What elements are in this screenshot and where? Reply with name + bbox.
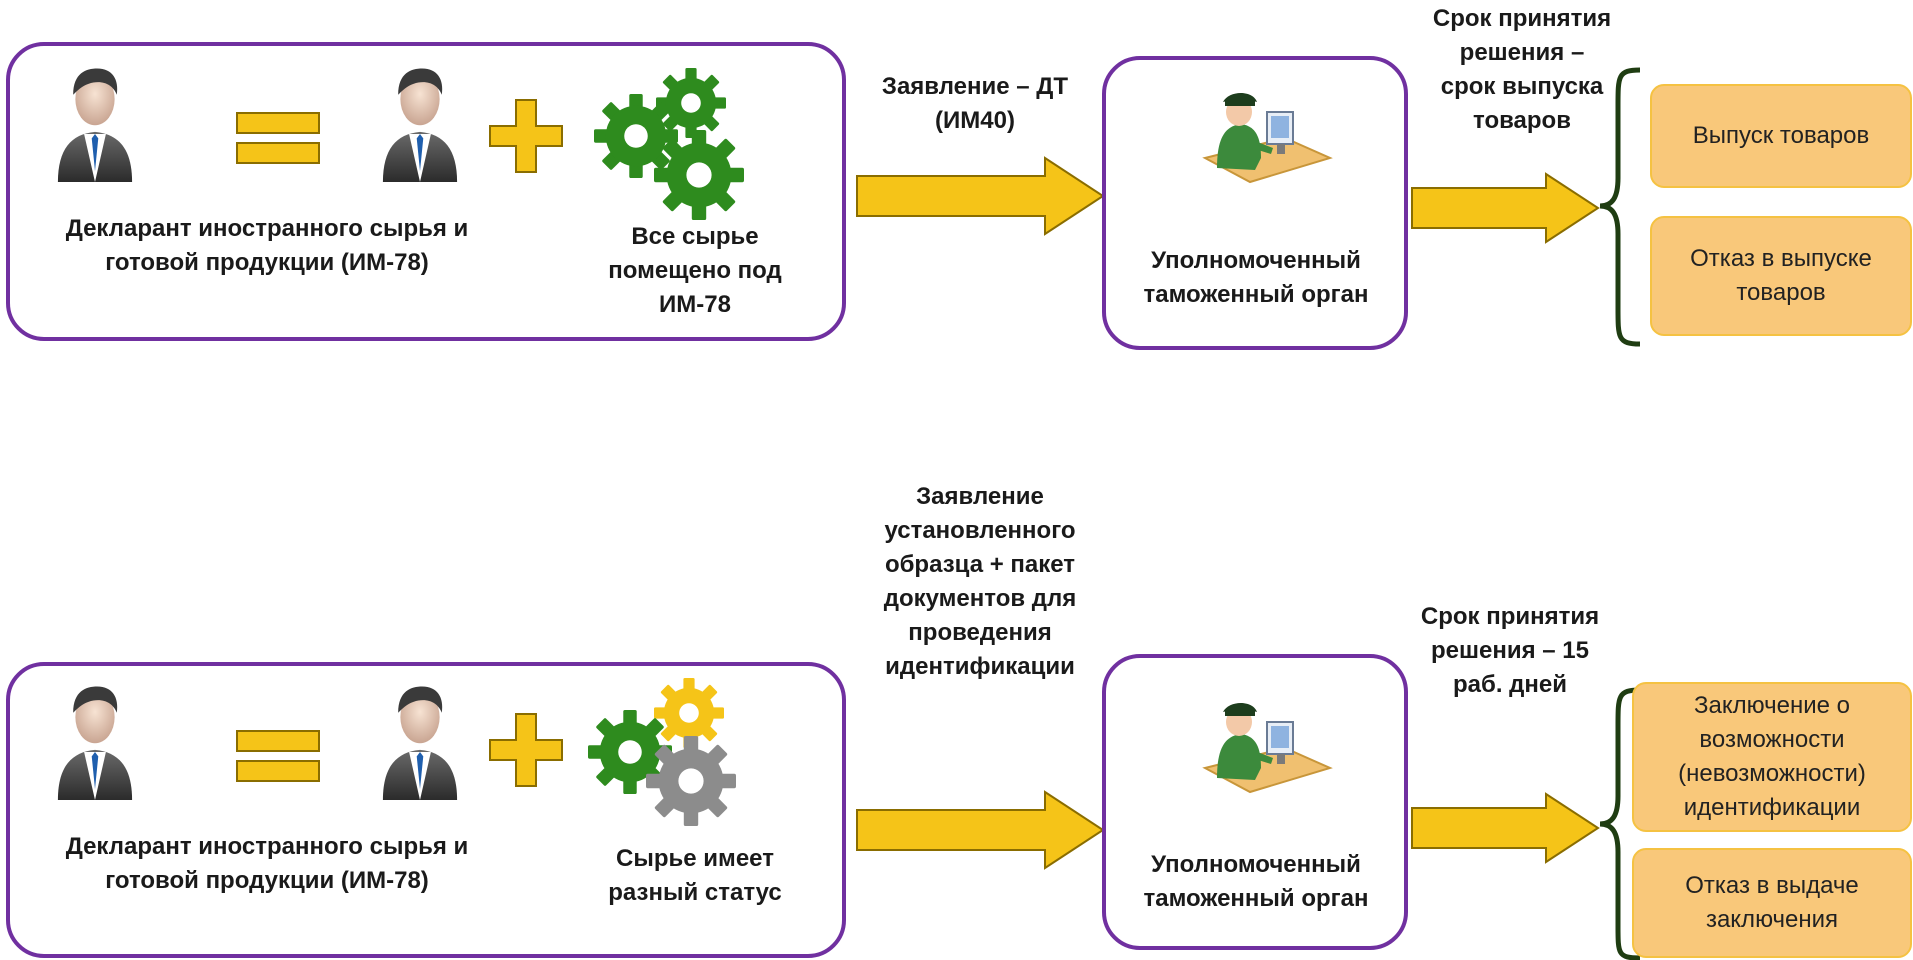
top-result-refusal: Отказ в выпуске товаров xyxy=(1650,216,1912,336)
top-application-arrow xyxy=(856,156,1105,236)
bottom-application-arrow xyxy=(856,790,1105,870)
person-icon xyxy=(375,680,465,800)
top-materials-label: Все сырье помещено под ИМ-78 xyxy=(608,223,782,318)
top-declarant-label: Декларант иностранного сырья и готовой п… xyxy=(65,215,469,276)
bottom-declarant-label: Декларант иностранного сырья и готовой п… xyxy=(65,833,469,894)
bottom-application-label: Заявление установленного образца + пакет… xyxy=(883,483,1077,680)
top-authority-label: Уполномоченный таможенный орган xyxy=(1143,247,1369,308)
person-icon xyxy=(375,62,465,182)
gears-icon xyxy=(588,678,736,826)
gears-icon xyxy=(594,68,744,220)
customs-officer-icon xyxy=(1195,78,1335,188)
person-icon xyxy=(50,62,140,182)
bottom-materials-label: Сырье имеет разный статус xyxy=(608,845,782,906)
gear-3-icon xyxy=(654,130,744,220)
equals-icon xyxy=(236,112,320,164)
plus-icon xyxy=(489,99,563,173)
bottom-brace xyxy=(1599,687,1641,960)
gear-1-icon xyxy=(656,68,726,138)
bottom-authority-label: Уполномоченный таможенный орган xyxy=(1143,851,1369,912)
gear-3-icon xyxy=(646,736,736,826)
top-brace xyxy=(1599,67,1641,347)
equals-icon xyxy=(236,730,320,782)
gear-2-icon xyxy=(594,94,678,178)
top-deadline-arrow xyxy=(1411,172,1600,244)
top-application-label: Заявление – ДТ (ИМ40) xyxy=(881,73,1069,134)
bottom-deadline-label: Срок принятия решения – 15 раб. дней xyxy=(1420,603,1600,698)
person-icon xyxy=(50,680,140,800)
bottom-authority-panel xyxy=(1102,654,1408,950)
top-deadline-label: Срок принятия решения – срок выпуска тов… xyxy=(1432,5,1612,134)
bottom-result-refusal: Отказ в выдаче заключения xyxy=(1632,848,1912,958)
top-result-release: Выпуск товаров xyxy=(1650,84,1912,188)
bottom-result-conclusion: Заключение о возможности (невозможности)… xyxy=(1632,682,1912,832)
bottom-deadline-arrow xyxy=(1411,792,1600,864)
customs-officer-icon xyxy=(1195,688,1335,798)
plus-icon xyxy=(489,713,563,787)
